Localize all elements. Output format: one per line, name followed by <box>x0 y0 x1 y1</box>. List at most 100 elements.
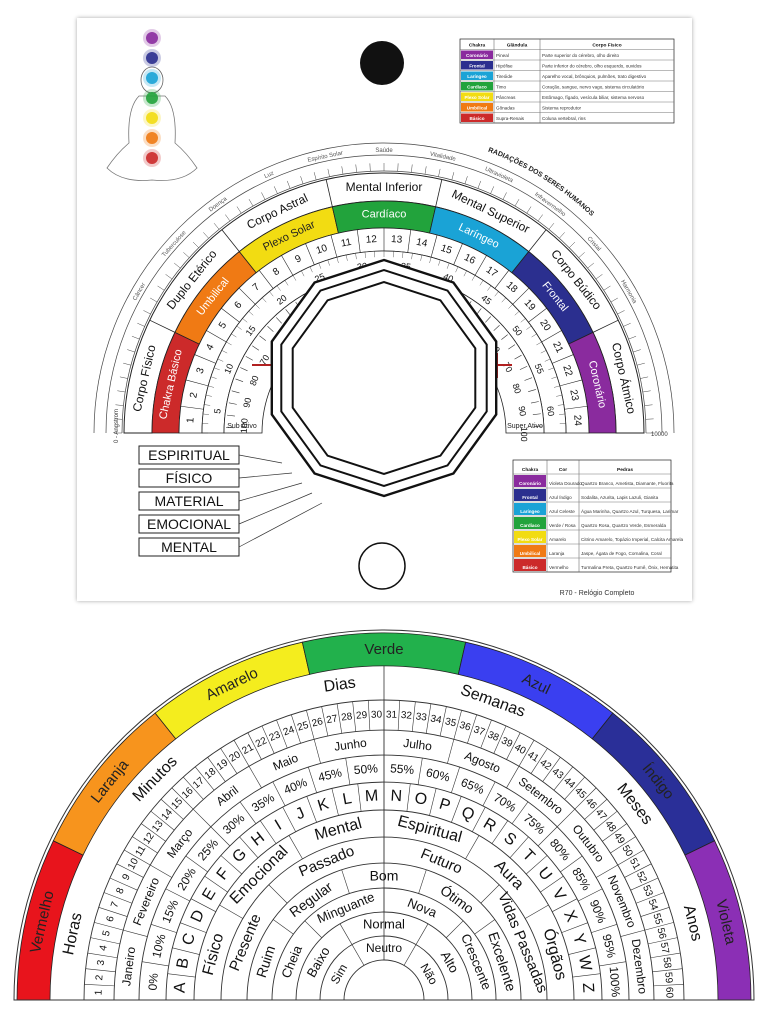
chakra-dot <box>146 72 158 84</box>
month-tick <box>123 929 148 937</box>
percent-label: 50% <box>353 761 378 777</box>
number-label: 20 <box>227 749 243 764</box>
scale-tick <box>150 297 158 303</box>
number-tick <box>624 863 652 878</box>
chart-number: 11 <box>340 237 353 250</box>
super-active-label: Super Ativo <box>507 423 543 430</box>
layer-label: ESPIRITUAL <box>148 447 230 463</box>
number-tick <box>397 700 401 731</box>
scale-start: 0 - Angstrom <box>114 409 120 443</box>
inner-tick <box>284 280 289 286</box>
letter-label: Y <box>569 932 589 948</box>
inner-tick <box>411 253 413 260</box>
letter-tick <box>239 836 259 858</box>
sub-active-label: Sub Ativo <box>227 423 257 430</box>
scale-tick <box>123 362 131 366</box>
number-tick <box>261 725 275 754</box>
quality-word-divider <box>272 919 294 935</box>
number-divider <box>552 354 574 364</box>
chakra-dot-glow <box>143 89 161 107</box>
percent-label: 100% <box>607 966 623 998</box>
letter-tick <box>526 855 548 875</box>
stone-table-cell: Azul Celeste <box>549 509 575 514</box>
number-tick <box>542 757 561 782</box>
black-witness-circle <box>360 41 404 85</box>
chakra-dot <box>146 132 158 144</box>
scale-tick <box>514 199 520 207</box>
letter-label: Z <box>579 982 597 993</box>
stone-table-cell: Quartzo Branco, Ametista, Diamante, Fluo… <box>581 481 674 486</box>
number-tick <box>87 952 118 959</box>
number-divider <box>494 270 510 289</box>
chart-number: 12 <box>365 234 377 246</box>
number-tick <box>276 719 288 749</box>
inner-tick <box>536 341 542 346</box>
number-tick <box>85 968 116 973</box>
dial-group: VermelhoLaranjaAmareloVerdeAzulÍndigoVio… <box>13 629 755 1001</box>
chakra-dot-glow <box>143 69 161 87</box>
stone-table-cell: Verde / Rosa <box>549 523 576 528</box>
inner-number: 20 <box>275 293 289 307</box>
quality-word-divider <box>474 919 496 935</box>
number-divider <box>356 229 361 253</box>
scale-tick <box>644 404 653 406</box>
letter-tick <box>172 947 200 955</box>
scale-tick <box>633 349 641 353</box>
letter-label: O <box>413 790 428 809</box>
scale-tick <box>174 262 181 269</box>
number-label: 59 <box>662 972 674 984</box>
activity-tick <box>285 309 291 316</box>
number-label: 1 <box>94 989 105 995</box>
number-tick <box>564 776 585 800</box>
percent-tick <box>560 855 583 873</box>
right-scale-number: 80 <box>510 382 523 395</box>
number-label: 60 <box>663 987 674 999</box>
letter-tick <box>451 796 462 823</box>
number-tick <box>84 983 115 987</box>
chakra-band-label: Cardíaco <box>362 209 407 221</box>
activity-tick <box>528 389 536 392</box>
scale-tick <box>477 180 481 189</box>
gland-table-cell: Estômago, fígado, vesícula biliar, siste… <box>542 95 645 100</box>
stone-table-chakra-cell <box>514 489 546 501</box>
activity-tick <box>259 335 266 341</box>
letter-label: B <box>174 956 193 970</box>
color-label: Verde <box>364 641 403 658</box>
left-scale-number: 90 <box>241 397 253 409</box>
chart-number: 24 <box>571 414 583 426</box>
chakra-dot-glow <box>143 29 161 47</box>
stone-table-chakra: Umbilical <box>520 551 540 556</box>
month-tick <box>313 739 321 764</box>
chakra-dot-glow <box>143 149 161 167</box>
inner-tick <box>214 367 220 371</box>
stone-table-chakra-cell <box>514 559 546 571</box>
scale-tick <box>464 176 468 184</box>
month-label: Junho <box>333 736 368 754</box>
number-divider <box>194 354 216 364</box>
layer-connector <box>238 472 293 479</box>
percent-tick <box>417 757 423 785</box>
letter-tick <box>561 922 588 933</box>
percent-tick <box>345 757 351 785</box>
number-tick <box>506 732 521 760</box>
percent-tick <box>511 801 529 824</box>
activity-tick <box>519 365 528 370</box>
inner-tick <box>248 311 254 316</box>
scale-tick <box>451 172 455 180</box>
inner-tick <box>557 404 564 406</box>
left-scale-number: 80 <box>248 374 261 387</box>
quality-word: Bom <box>370 868 399 884</box>
stone-table-cell: Vermelho <box>549 565 569 570</box>
stone-table-cell: Quartzo Rosa, Quartzo Verde, Esmeralda <box>581 523 666 528</box>
gland-table-cell: Tireóide <box>496 74 513 79</box>
number-tick <box>98 907 128 917</box>
number-tick <box>610 836 636 854</box>
number-tick <box>124 849 151 866</box>
gland-table-header: Glândula <box>507 43 528 49</box>
number-label: 57 <box>658 942 671 955</box>
number-tick <box>150 810 175 831</box>
number-label: 10 <box>126 856 141 871</box>
moon-word-divider <box>446 920 464 938</box>
